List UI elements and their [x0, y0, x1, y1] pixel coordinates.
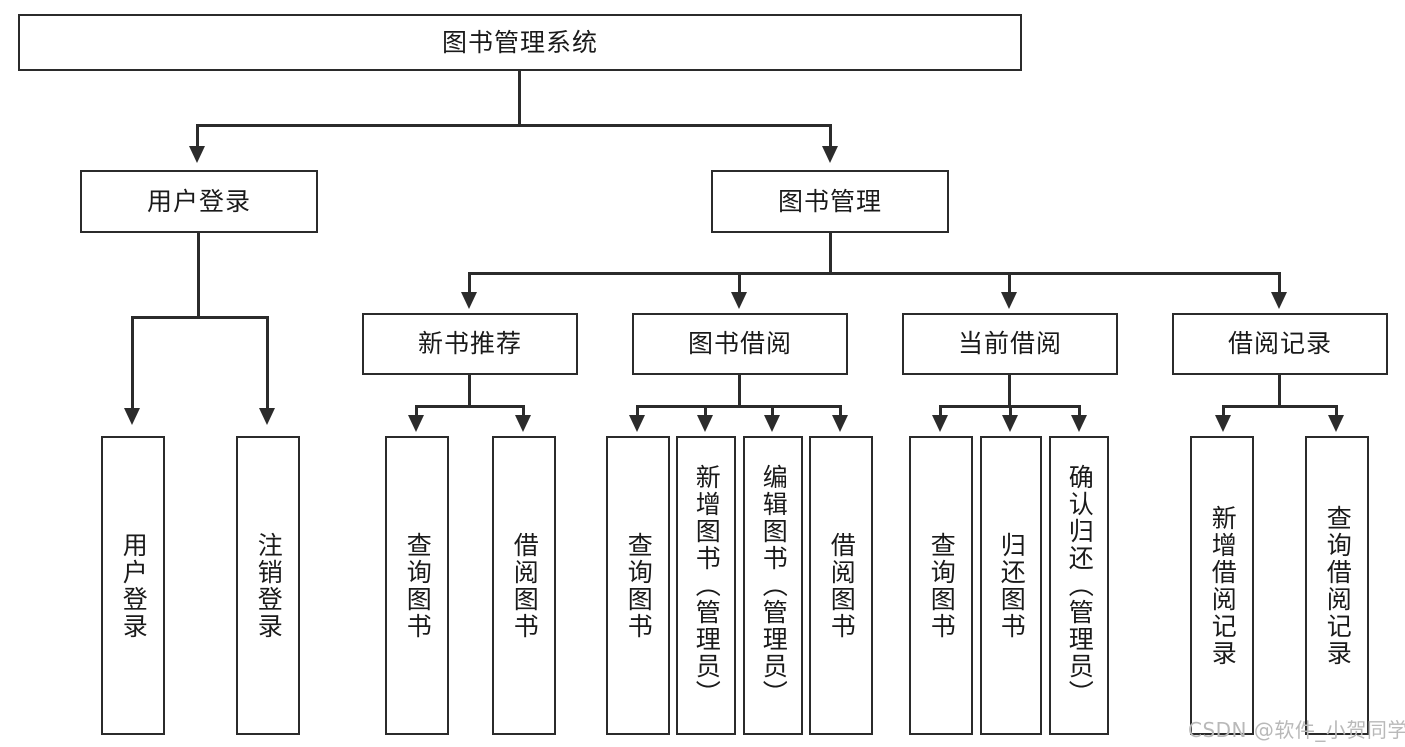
node-label: 图书管理系统 — [441, 27, 598, 57]
arrow-to-leaf-user-logout — [259, 408, 275, 425]
edge-br-to-leaf-2 — [1335, 405, 1338, 417]
node-leaf-user-logout[interactable]: 注销登录 — [236, 436, 300, 735]
arrow-to-leaf-confirm-return — [1071, 415, 1087, 432]
node-new-book-recommend[interactable]: 新书推荐 — [362, 313, 578, 375]
node-leaf-query-book-borrow[interactable]: 查询图书 — [606, 436, 670, 735]
node-label: 编辑图书（管理员） — [759, 464, 789, 707]
node-label: 查询图书 — [403, 531, 433, 640]
arrow-to-leaf-return-book — [1002, 415, 1018, 432]
node-label: 确认归还（管理员） — [1065, 464, 1095, 707]
node-label: 借阅图书 — [510, 531, 540, 640]
edge-new-book-recommend-stem — [468, 375, 471, 407]
arrow-to-leaf-borrow-book-2 — [832, 415, 848, 432]
edge-root-bar — [196, 124, 832, 127]
arrow-to-borrow-record — [1271, 292, 1287, 309]
edge-cb-to-leaf-1 — [939, 405, 942, 417]
edge-to-current-borrow — [1008, 272, 1011, 294]
node-label: 用户登录 — [119, 531, 149, 640]
edge-borrow-record-stem — [1278, 375, 1281, 407]
arrow-to-new-book-recommend — [461, 292, 477, 309]
node-leaf-confirm-return[interactable]: 确认归还（管理员） — [1049, 436, 1109, 735]
node-leaf-edit-book[interactable]: 编辑图书（管理员） — [743, 436, 803, 735]
node-leaf-query-book-recommend[interactable]: 查询图书 — [385, 436, 449, 735]
node-root-book-management-system[interactable]: 图书管理系统 — [18, 14, 1022, 71]
node-label: 注销登录 — [254, 531, 284, 640]
node-label: 查询图书 — [624, 531, 654, 640]
arrow-to-leaf-query-book-3 — [932, 415, 948, 432]
edge-cb-to-leaf-3 — [1078, 405, 1081, 417]
edge-root-stem — [518, 71, 521, 125]
node-label: 图书借阅 — [687, 329, 792, 359]
arrow-to-leaf-borrow-book-1 — [515, 415, 531, 432]
arrow-to-leaf-query-record — [1328, 415, 1344, 432]
arrow-to-leaf-add-book — [697, 415, 713, 432]
node-label: 借阅图书 — [827, 531, 857, 640]
node-borrow-record[interactable]: 借阅记录 — [1172, 313, 1388, 375]
arrow-to-book-borrow — [731, 292, 747, 309]
node-leaf-borrow-book-borrow[interactable]: 借阅图书 — [809, 436, 873, 735]
arrow-to-leaf-edit-book — [764, 415, 780, 432]
node-label: 当前借阅 — [957, 329, 1062, 359]
node-label: 用户登录 — [146, 186, 251, 216]
edge-bb-to-leaf-2 — [704, 405, 707, 417]
edge-current-borrow-stem — [1008, 375, 1011, 407]
edge-book-management-stem — [829, 233, 832, 273]
edge-level3-bar — [468, 272, 1280, 275]
node-leaf-borrow-book-recommend[interactable]: 借阅图书 — [492, 436, 556, 735]
node-label: 借阅记录 — [1227, 329, 1332, 359]
edge-bb-to-leaf-4 — [839, 405, 842, 417]
edge-to-book-borrow — [738, 272, 741, 294]
edge-user-login-to-leaf-2 — [266, 316, 269, 410]
node-user-login[interactable]: 用户登录 — [80, 170, 318, 233]
edge-root-to-user-login — [196, 124, 199, 148]
arrow-to-leaf-add-record — [1215, 415, 1231, 432]
node-leaf-query-book-current[interactable]: 查询图书 — [909, 436, 973, 735]
arrow-to-current-borrow — [1001, 292, 1017, 309]
node-label: 新书推荐 — [417, 329, 522, 359]
arrow-to-leaf-user-login — [124, 408, 140, 425]
arrow-to-user-login — [189, 146, 205, 163]
edge-new-book-recommend-bar — [415, 405, 525, 408]
node-leaf-user-login[interactable]: 用户登录 — [101, 436, 165, 735]
arrow-to-book-management — [822, 146, 838, 163]
node-label: 归还图书 — [997, 531, 1027, 640]
node-label: 新增图书（管理员） — [692, 464, 722, 707]
edge-nbr-to-leaf-2 — [522, 405, 525, 417]
node-leaf-add-book[interactable]: 新增图书（管理员） — [676, 436, 736, 735]
edge-user-login-bar — [131, 316, 268, 319]
edge-nbr-to-leaf-1 — [415, 405, 418, 417]
node-label: 查询图书 — [927, 531, 957, 640]
edge-bb-to-leaf-1 — [636, 405, 639, 417]
edge-user-login-stem — [197, 233, 200, 317]
edge-book-borrow-stem — [738, 375, 741, 407]
node-label: 图书管理 — [777, 186, 882, 216]
node-book-management[interactable]: 图书管理 — [711, 170, 949, 233]
edge-bb-to-leaf-3 — [771, 405, 774, 417]
edge-book-borrow-bar — [636, 405, 842, 408]
edge-to-new-book-recommend — [468, 272, 471, 294]
node-label: 查询借阅记录 — [1323, 504, 1353, 667]
node-leaf-add-borrow-record[interactable]: 新增借阅记录 — [1190, 436, 1254, 735]
node-label: 新增借阅记录 — [1208, 504, 1238, 667]
edge-to-borrow-record — [1278, 272, 1281, 294]
edge-user-login-to-leaf-1 — [131, 316, 134, 410]
edge-cb-to-leaf-2 — [1009, 405, 1012, 417]
edge-borrow-record-bar — [1222, 405, 1338, 408]
edge-root-to-book-management — [829, 124, 832, 148]
arrow-to-leaf-query-book-2 — [629, 415, 645, 432]
node-current-borrow[interactable]: 当前借阅 — [902, 313, 1118, 375]
arrow-to-leaf-query-book-1 — [408, 415, 424, 432]
node-leaf-query-borrow-record[interactable]: 查询借阅记录 — [1305, 436, 1369, 735]
edge-br-to-leaf-1 — [1222, 405, 1225, 417]
node-leaf-return-book[interactable]: 归还图书 — [980, 436, 1042, 735]
node-book-borrow[interactable]: 图书借阅 — [632, 313, 848, 375]
